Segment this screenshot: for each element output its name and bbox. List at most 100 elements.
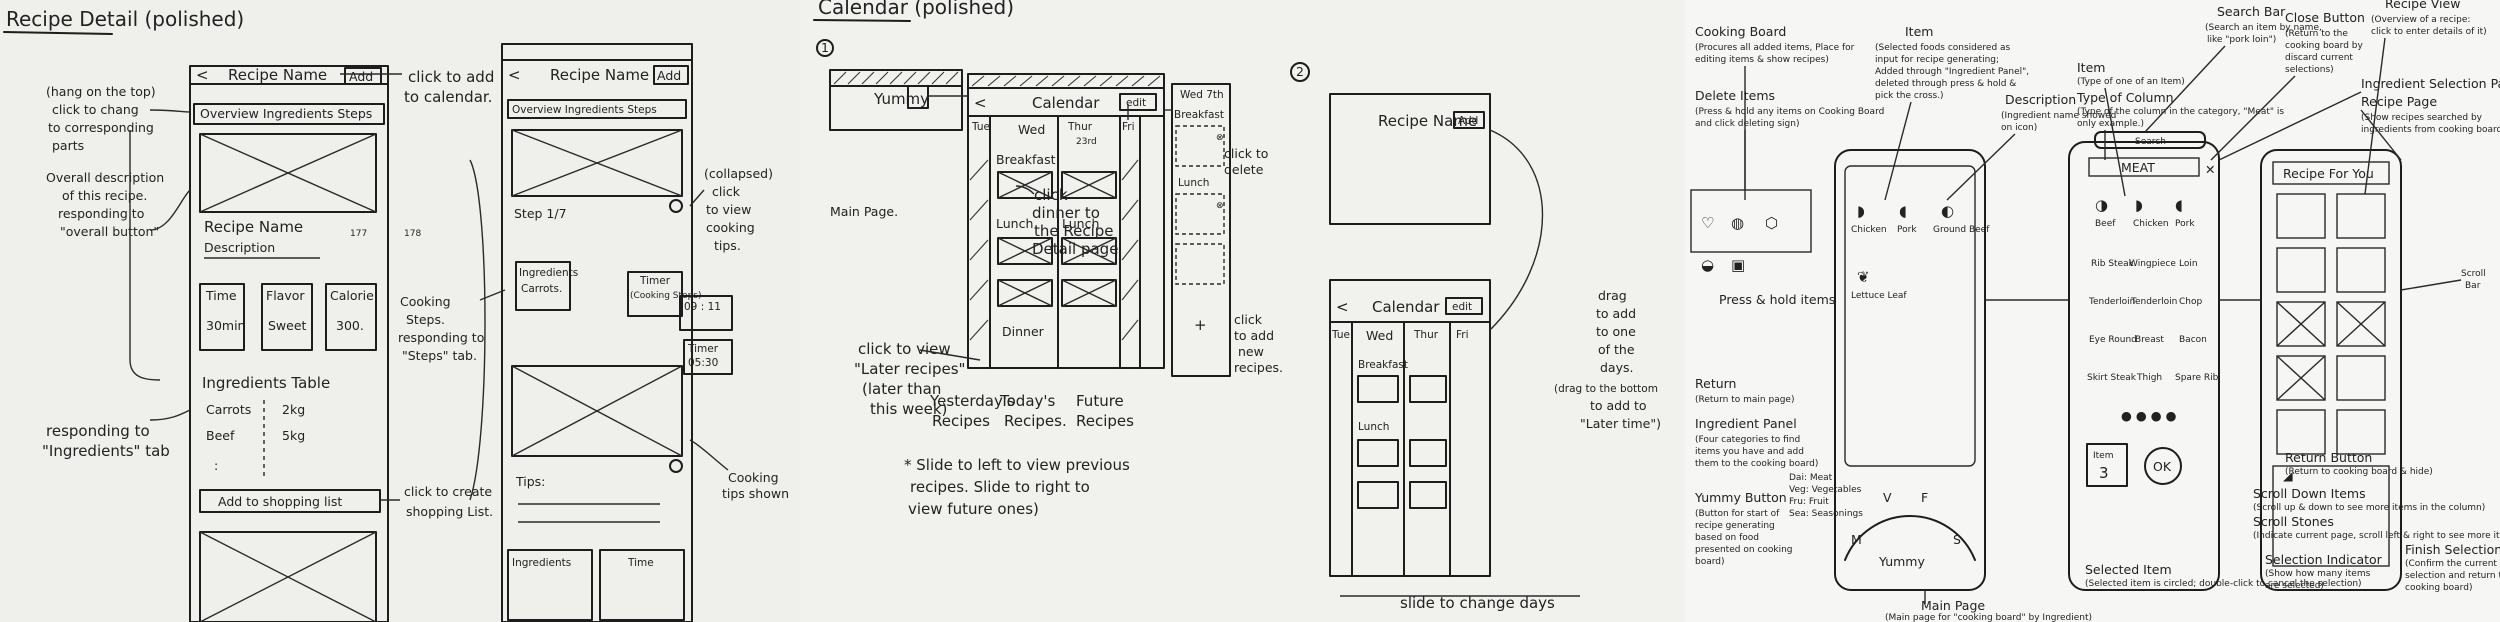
slot1-x2 — [997, 171, 1053, 199]
recipe-thumbnails[interactable] — [2276, 193, 2386, 455]
delete-icon-1[interactable]: ⊗ — [1216, 133, 1224, 143]
bacon-item[interactable]: Bacon — [2179, 335, 2207, 345]
calendar2-edit[interactable]: edit — [1452, 301, 1472, 313]
detail-slot-3[interactable] — [1175, 243, 1225, 285]
bottom-tab-1[interactable]: Ingredients — [512, 557, 571, 569]
step2-cross-2 — [511, 365, 683, 457]
bottom-tab-2-box[interactable] — [599, 549, 685, 621]
yummy-button[interactable]: Yummy — [1878, 554, 1925, 569]
beef-icon[interactable]: ◐ — [1941, 202, 1954, 220]
item-icon-1[interactable]: ♡ — [1701, 214, 1714, 232]
detail-slot-2[interactable] — [1175, 193, 1225, 235]
item-icon-4[interactable]: ◒ — [1701, 256, 1714, 274]
item-icon-3[interactable]: ⬡ — [1765, 214, 1778, 232]
return-button-icon[interactable]: ◢ — [2283, 468, 2293, 483]
rib-steak-item[interactable]: Rib Steak — [2091, 259, 2135, 269]
chicken-item-icon[interactable]: ◗ — [2135, 196, 2143, 214]
item-icon-2[interactable]: ◍ — [1731, 214, 1744, 232]
wheel-s[interactable]: S — [1953, 532, 1961, 547]
yummy-wheel[interactable] — [1844, 514, 1976, 561]
add-button-2[interactable]: Add — [657, 68, 681, 83]
edit-button[interactable]: edit — [1126, 97, 1146, 109]
finish-title: Finish Selection Button — [2405, 542, 2500, 557]
tab-bar[interactable] — [193, 103, 385, 125]
scroll-stones[interactable]: ● ● ● ● — [2121, 408, 2177, 423]
delete-icon-2[interactable]: ⊗ — [1216, 201, 1224, 211]
scroll-stones-desc: (Indicate current page, scroll left & ri… — [2253, 531, 2500, 541]
calendar2-slot-1[interactable] — [1357, 375, 1399, 403]
calendar2-slot-3[interactable] — [1357, 481, 1399, 509]
add-recipe-plus[interactable]: + — [1194, 316, 1207, 334]
bottom-tab-1-box[interactable] — [507, 549, 593, 621]
recipe-slot-lunch[interactable] — [997, 237, 1053, 265]
loin-item[interactable]: Loin — [2179, 259, 2198, 269]
ok-button-circle[interactable] — [2144, 447, 2182, 485]
tenderloin2-item[interactable]: Tenderloin — [2130, 297, 2177, 307]
bottom-tab-2[interactable]: Time — [627, 557, 654, 569]
close-icon[interactable]: ✕ — [2205, 162, 2215, 177]
ingredient-box-1-value: Carrots. — [521, 283, 562, 295]
thigh-item[interactable]: Thigh — [2136, 373, 2162, 383]
add-button-box-2[interactable] — [653, 65, 689, 85]
tab-labels-2[interactable]: Overview Ingredients Steps — [512, 104, 657, 116]
calendar-icon[interactable] — [907, 85, 929, 109]
calendar2-slot-6[interactable] — [1409, 481, 1447, 509]
skirt-steak-item[interactable]: Skirt Steak — [2087, 373, 2137, 383]
back-button-2[interactable]: < — [508, 66, 521, 84]
detail-slot-1[interactable] — [1175, 125, 1225, 167]
ok-button[interactable]: OK — [2153, 459, 2172, 474]
wing-item[interactable]: Wingpiece — [2129, 259, 2176, 269]
tab-bar-2[interactable] — [507, 99, 687, 119]
lettuce-icon[interactable]: ❦ — [1857, 268, 1870, 286]
cooking-board-phone — [1834, 149, 1986, 591]
chicken-icon[interactable]: ◗ — [1857, 202, 1865, 220]
pork-item[interactable]: Pork — [2175, 219, 2195, 229]
wheel-v[interactable]: V — [1883, 490, 1892, 505]
wheel-f[interactable]: F — [1921, 490, 1928, 505]
spare-rib-item[interactable]: Spare Rib — [2175, 373, 2219, 383]
item-icon-5[interactable]: ▣ — [1731, 256, 1745, 274]
calendar2-edit-box[interactable] — [1445, 297, 1483, 315]
breast-item[interactable]: Breast — [2135, 335, 2164, 345]
note-drag-6: (drag to the bottom — [1554, 383, 1658, 395]
thu-slot-2[interactable] — [1061, 237, 1117, 265]
search-placeholder[interactable]: Search — [2135, 137, 2166, 147]
thu-slot-3[interactable] — [1061, 279, 1117, 307]
tips-toggle-icon-2[interactable] — [669, 459, 683, 473]
calendar-back[interactable]: < — [974, 94, 987, 112]
timer-popup — [679, 295, 733, 331]
yummy-button-desc-5: board) — [1695, 557, 1725, 567]
recipe-slot-breakfast[interactable] — [997, 171, 1053, 199]
mini-add-box[interactable] — [1453, 111, 1485, 129]
eye-round-item[interactable]: Eye Round — [2089, 335, 2137, 345]
add-button[interactable]: Add — [349, 69, 373, 84]
thu-slot-1[interactable] — [1061, 171, 1117, 199]
tips-toggle-icon[interactable] — [669, 199, 683, 213]
calendar2-slot-4[interactable] — [1409, 375, 1447, 403]
calendar2-slot-5[interactable] — [1409, 439, 1447, 467]
pork-item-icon[interactable]: ◖ — [2175, 196, 2183, 214]
wheel-m[interactable]: M — [1851, 532, 1862, 547]
add-shopping-button[interactable]: Add to shopping list — [218, 494, 342, 509]
recipe-slot-extra[interactable] — [997, 279, 1053, 307]
tab-labels[interactable]: Overview Ingredients Steps — [200, 106, 372, 121]
calendar2-slot-2[interactable] — [1357, 439, 1399, 467]
chicken-item[interactable]: Chicken — [2133, 219, 2169, 229]
note-yesterday-2: Recipes — [932, 412, 990, 430]
description: Description — [204, 240, 275, 255]
mini-add[interactable]: Add — [1458, 115, 1478, 127]
beef-item[interactable]: Beef — [2095, 219, 2116, 229]
search-bar[interactable] — [2094, 131, 2206, 149]
timer-box[interactable] — [627, 271, 683, 317]
tenderloin-item[interactable]: Tenderloin — [2088, 297, 2135, 307]
beef-item-icon[interactable]: ◑ — [2095, 196, 2108, 214]
chop-item[interactable]: Chop — [2179, 297, 2202, 307]
close-desc-1: (Return to the — [2285, 29, 2348, 39]
edit-button-box[interactable] — [1119, 93, 1157, 111]
pork-icon[interactable]: ◖ — [1899, 202, 1907, 220]
back-button[interactable]: < — [196, 66, 209, 84]
add-shopping-box[interactable] — [199, 489, 381, 513]
calendar-title: Calendar — [1032, 94, 1100, 112]
add-button-box[interactable] — [344, 67, 382, 85]
calendar2-back[interactable]: < — [1336, 298, 1349, 316]
